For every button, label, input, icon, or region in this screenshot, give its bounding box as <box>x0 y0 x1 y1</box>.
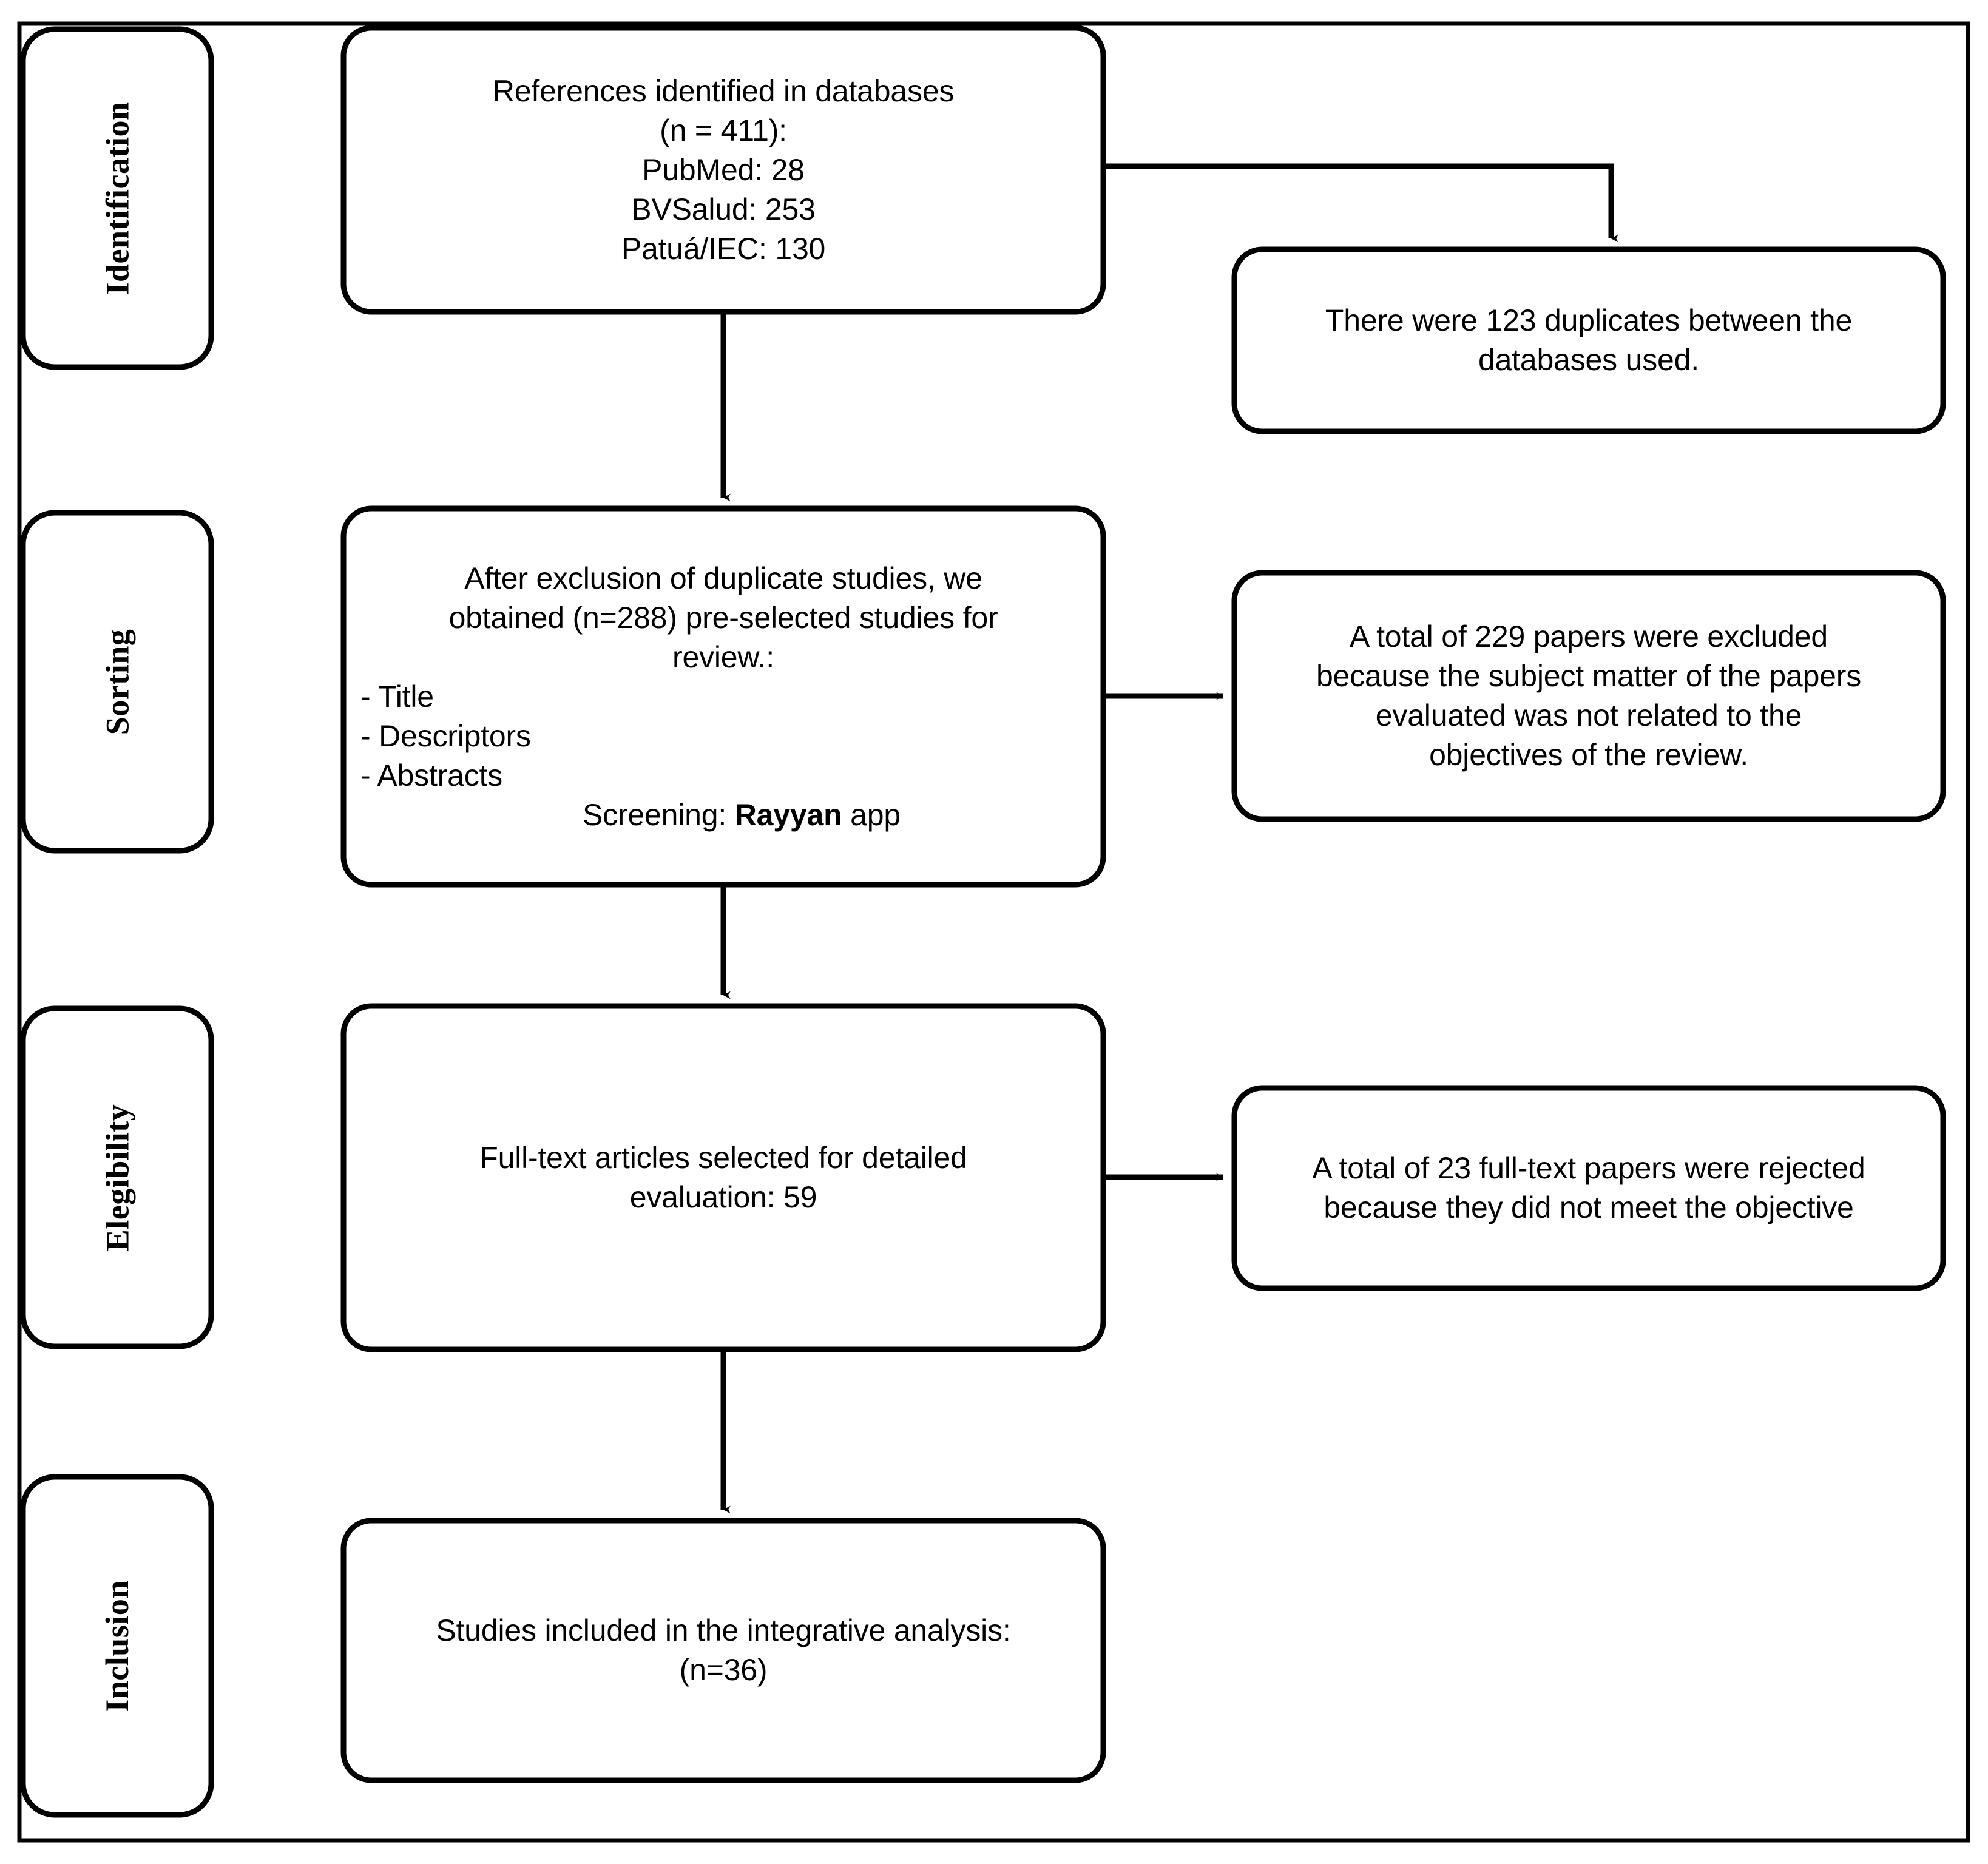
node-identified-line-3: PubMed: 28 <box>642 152 805 187</box>
node-excluded-topic: A total of 229 papers were excluded beca… <box>1234 573 1943 819</box>
node-identified-line-5: Patuá/IEC: 130 <box>621 231 826 266</box>
node-fulltext: Full-text articles selected for detailed… <box>343 1006 1103 1349</box>
stage-box-elegibility <box>20 1005 214 1349</box>
node-excluded-topic-line-2: because the subject matter of the papers <box>1316 659 1862 693</box>
node-box-duplicates <box>1231 246 1946 434</box>
node-screening-bullet-title: - Title <box>360 679 434 714</box>
node-identified-line-1: References identified in databases <box>492 73 955 108</box>
node-fulltext-line-1: Full-text articles selected for detailed <box>479 1141 967 1175</box>
stage-label-elegibility: Elegibility <box>23 1008 211 1346</box>
stage-label-sorting: Sorting <box>23 513 211 851</box>
stage-label-inclusion: Inclusion <box>23 1477 211 1815</box>
node-rejected-fulltext-line-2: because they did not meet the objective <box>1324 1190 1854 1224</box>
screening-prefix: Screening: <box>583 797 735 832</box>
screening-app-name: Rayyan <box>734 797 842 832</box>
stage-box-identification <box>20 26 214 370</box>
node-screening-bullet-descriptors: - Descriptors <box>360 718 531 753</box>
outer-frame <box>17 21 1970 1843</box>
node-screening-line-1: After exclusion of duplicate studies, we <box>464 561 982 595</box>
connector-identified-to-duplicates <box>1103 163 1618 243</box>
node-identified-line-2: (n = 411): <box>660 113 787 147</box>
stage-box-inclusion <box>20 1474 214 1818</box>
node-screening-line-2: obtained (n=288) pre-selected studies fo… <box>448 600 998 635</box>
node-duplicates-line-1: There were 123 duplicates between the <box>1325 303 1853 337</box>
node-rejected-fulltext: A total of 23 full-text papers were reje… <box>1234 1088 1943 1288</box>
node-excluded-topic-line-4: objectives of the review. <box>1429 738 1748 772</box>
node-included: Studies included in the integrative anal… <box>343 1521 1103 1780</box>
node-box-rejected-fulltext <box>1231 1085 1946 1291</box>
node-screening-line-3: review.: <box>672 640 774 674</box>
stage-label-inclusion-text: Inclusion <box>98 1579 135 1712</box>
screening-suffix: app <box>842 797 901 832</box>
node-excluded-topic-line-1: A total of 229 papers were excluded <box>1350 620 1828 653</box>
node-rejected-fulltext-line-1: A total of 23 full-text papers were reje… <box>1312 1151 1865 1185</box>
stage-label-identification: Identification <box>23 29 211 367</box>
node-duplicates-line-2: databases used. <box>1478 343 1699 377</box>
node-included-line-1: Studies included in the integrative anal… <box>436 1613 1011 1647</box>
stage-label-identification-text: Identification <box>99 101 136 295</box>
stage-label-sorting-text: Sorting <box>99 629 135 735</box>
node-identified: References identified in databases (n = … <box>343 28 1103 312</box>
node-box-included <box>340 1518 1106 1783</box>
node-fulltext-line-2: evaluation: 59 <box>629 1180 817 1214</box>
node-box-excluded-topic <box>1231 570 1946 822</box>
node-screening: After exclusion of duplicate studies, we… <box>343 508 1103 885</box>
node-screening-bullet-abstracts: - Abstracts <box>360 758 502 792</box>
node-screening-tool-line: Screening: Rayyan app <box>360 795 1086 835</box>
node-duplicates: There were 123 duplicates between the da… <box>1234 249 1943 431</box>
node-included-line-2: (n=36) <box>679 1653 768 1687</box>
node-excluded-topic-line-3: evaluated was not related to the <box>1375 698 1802 732</box>
stage-box-sorting <box>20 510 214 854</box>
stage-label-elegibility-text: Elegibility <box>98 1104 135 1251</box>
node-identified-line-4: BVSalud: 253 <box>631 192 816 226</box>
